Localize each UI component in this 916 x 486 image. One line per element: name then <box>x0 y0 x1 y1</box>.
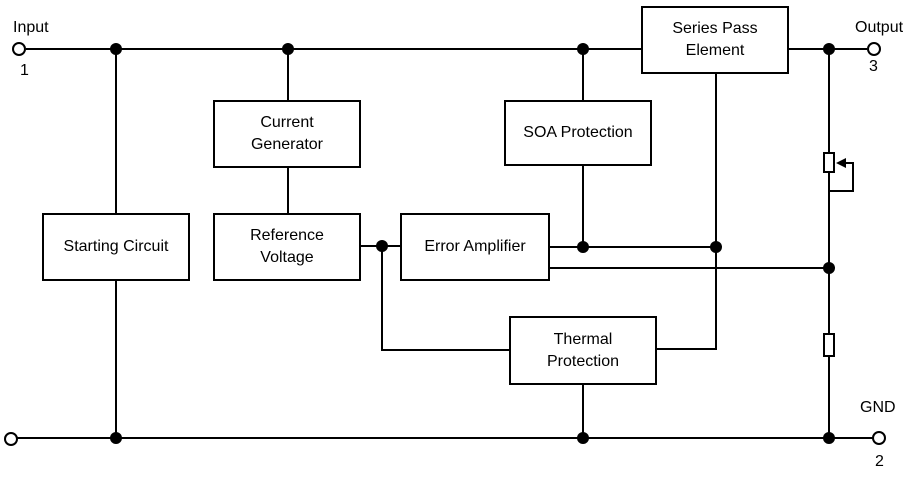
output-terminal <box>867 42 881 56</box>
block-series-pass-element: Series Pass Element <box>641 6 789 74</box>
wiper-arrow-icon <box>836 158 846 168</box>
input-terminal-label: Input <box>13 19 49 36</box>
junction-input-starting <box>110 43 122 55</box>
wire-rail-to-starting <box>115 49 117 213</box>
resistor-adjustable-symbol <box>823 152 835 173</box>
input-pin-number: 1 <box>20 62 29 79</box>
block-thermal-protection: Thermal Protection <box>509 316 657 385</box>
wire-feedback <box>550 267 830 269</box>
junction-ground-thermal <box>577 432 589 444</box>
output-terminal-label: Output <box>855 19 904 36</box>
junction-input-soa <box>577 43 589 55</box>
block-label-starting-circuit: Starting Circuit <box>63 238 169 255</box>
junction-input-currentgen <box>282 43 294 55</box>
wire-soa-to-error-output <box>582 166 584 247</box>
output-pin-number: 3 <box>869 58 878 75</box>
block-label-soa-protection: SOA Protection <box>523 124 633 141</box>
block-label-reference-voltage: Reference Voltage <box>250 227 324 266</box>
wire-wiper-bottom <box>829 190 854 192</box>
wire-rail-to-soa <box>582 49 584 100</box>
block-soa-protection: SOA Protection <box>504 100 652 166</box>
wire-r2-to-ground <box>828 357 830 438</box>
block-current-generator: Current Generator <box>213 100 361 168</box>
junction-reference-node <box>376 240 388 252</box>
gnd-terminal <box>872 431 886 445</box>
wire-thermal-to-ground <box>582 385 584 438</box>
junction-feedback-divider <box>823 262 835 274</box>
wire-r1-to-r2 <box>828 173 830 333</box>
wire-starting-to-ground <box>115 281 117 438</box>
block-label-series-pass: Series Pass Element <box>672 20 758 59</box>
block-label-current-generator: Current Generator <box>250 114 324 153</box>
wire-ground-rail <box>17 437 873 439</box>
input-terminal <box>12 42 26 56</box>
block-label-error-amplifier: Error Amplifier <box>424 238 526 255</box>
junction-ground-starting <box>110 432 122 444</box>
junction-ground-divider <box>823 432 835 444</box>
junction-soa-error <box>577 241 589 253</box>
block-reference-voltage: Reference Voltage <box>213 213 361 281</box>
wire-reference-to-thermal <box>381 349 510 351</box>
wire-current-gen-to-ref <box>287 168 289 213</box>
wire-wiper-side <box>852 162 854 191</box>
bottom-left-terminal <box>4 432 18 446</box>
wire-wiper-tail <box>844 162 854 164</box>
block-error-amplifier: Error Amplifier <box>400 213 550 281</box>
wire-series-pass-drive <box>715 74 717 349</box>
junction-error-drive <box>710 241 722 253</box>
junction-output-divider <box>823 43 835 55</box>
wire-input-rail <box>26 48 642 50</box>
wire-ref-node-down <box>381 246 383 350</box>
gnd-pin-number: 2 <box>875 453 884 470</box>
wire-output-to-r1 <box>828 49 830 152</box>
wire-thermal-output <box>657 348 717 350</box>
resistor-fixed-symbol <box>823 333 835 357</box>
block-label-thermal-protection: Thermal Protection <box>546 330 620 370</box>
wire-rail-to-current-gen <box>287 49 289 100</box>
wire-error-output <box>550 246 717 248</box>
gnd-terminal-label: GND <box>860 399 896 416</box>
block-starting-circuit: Starting Circuit <box>42 213 190 281</box>
